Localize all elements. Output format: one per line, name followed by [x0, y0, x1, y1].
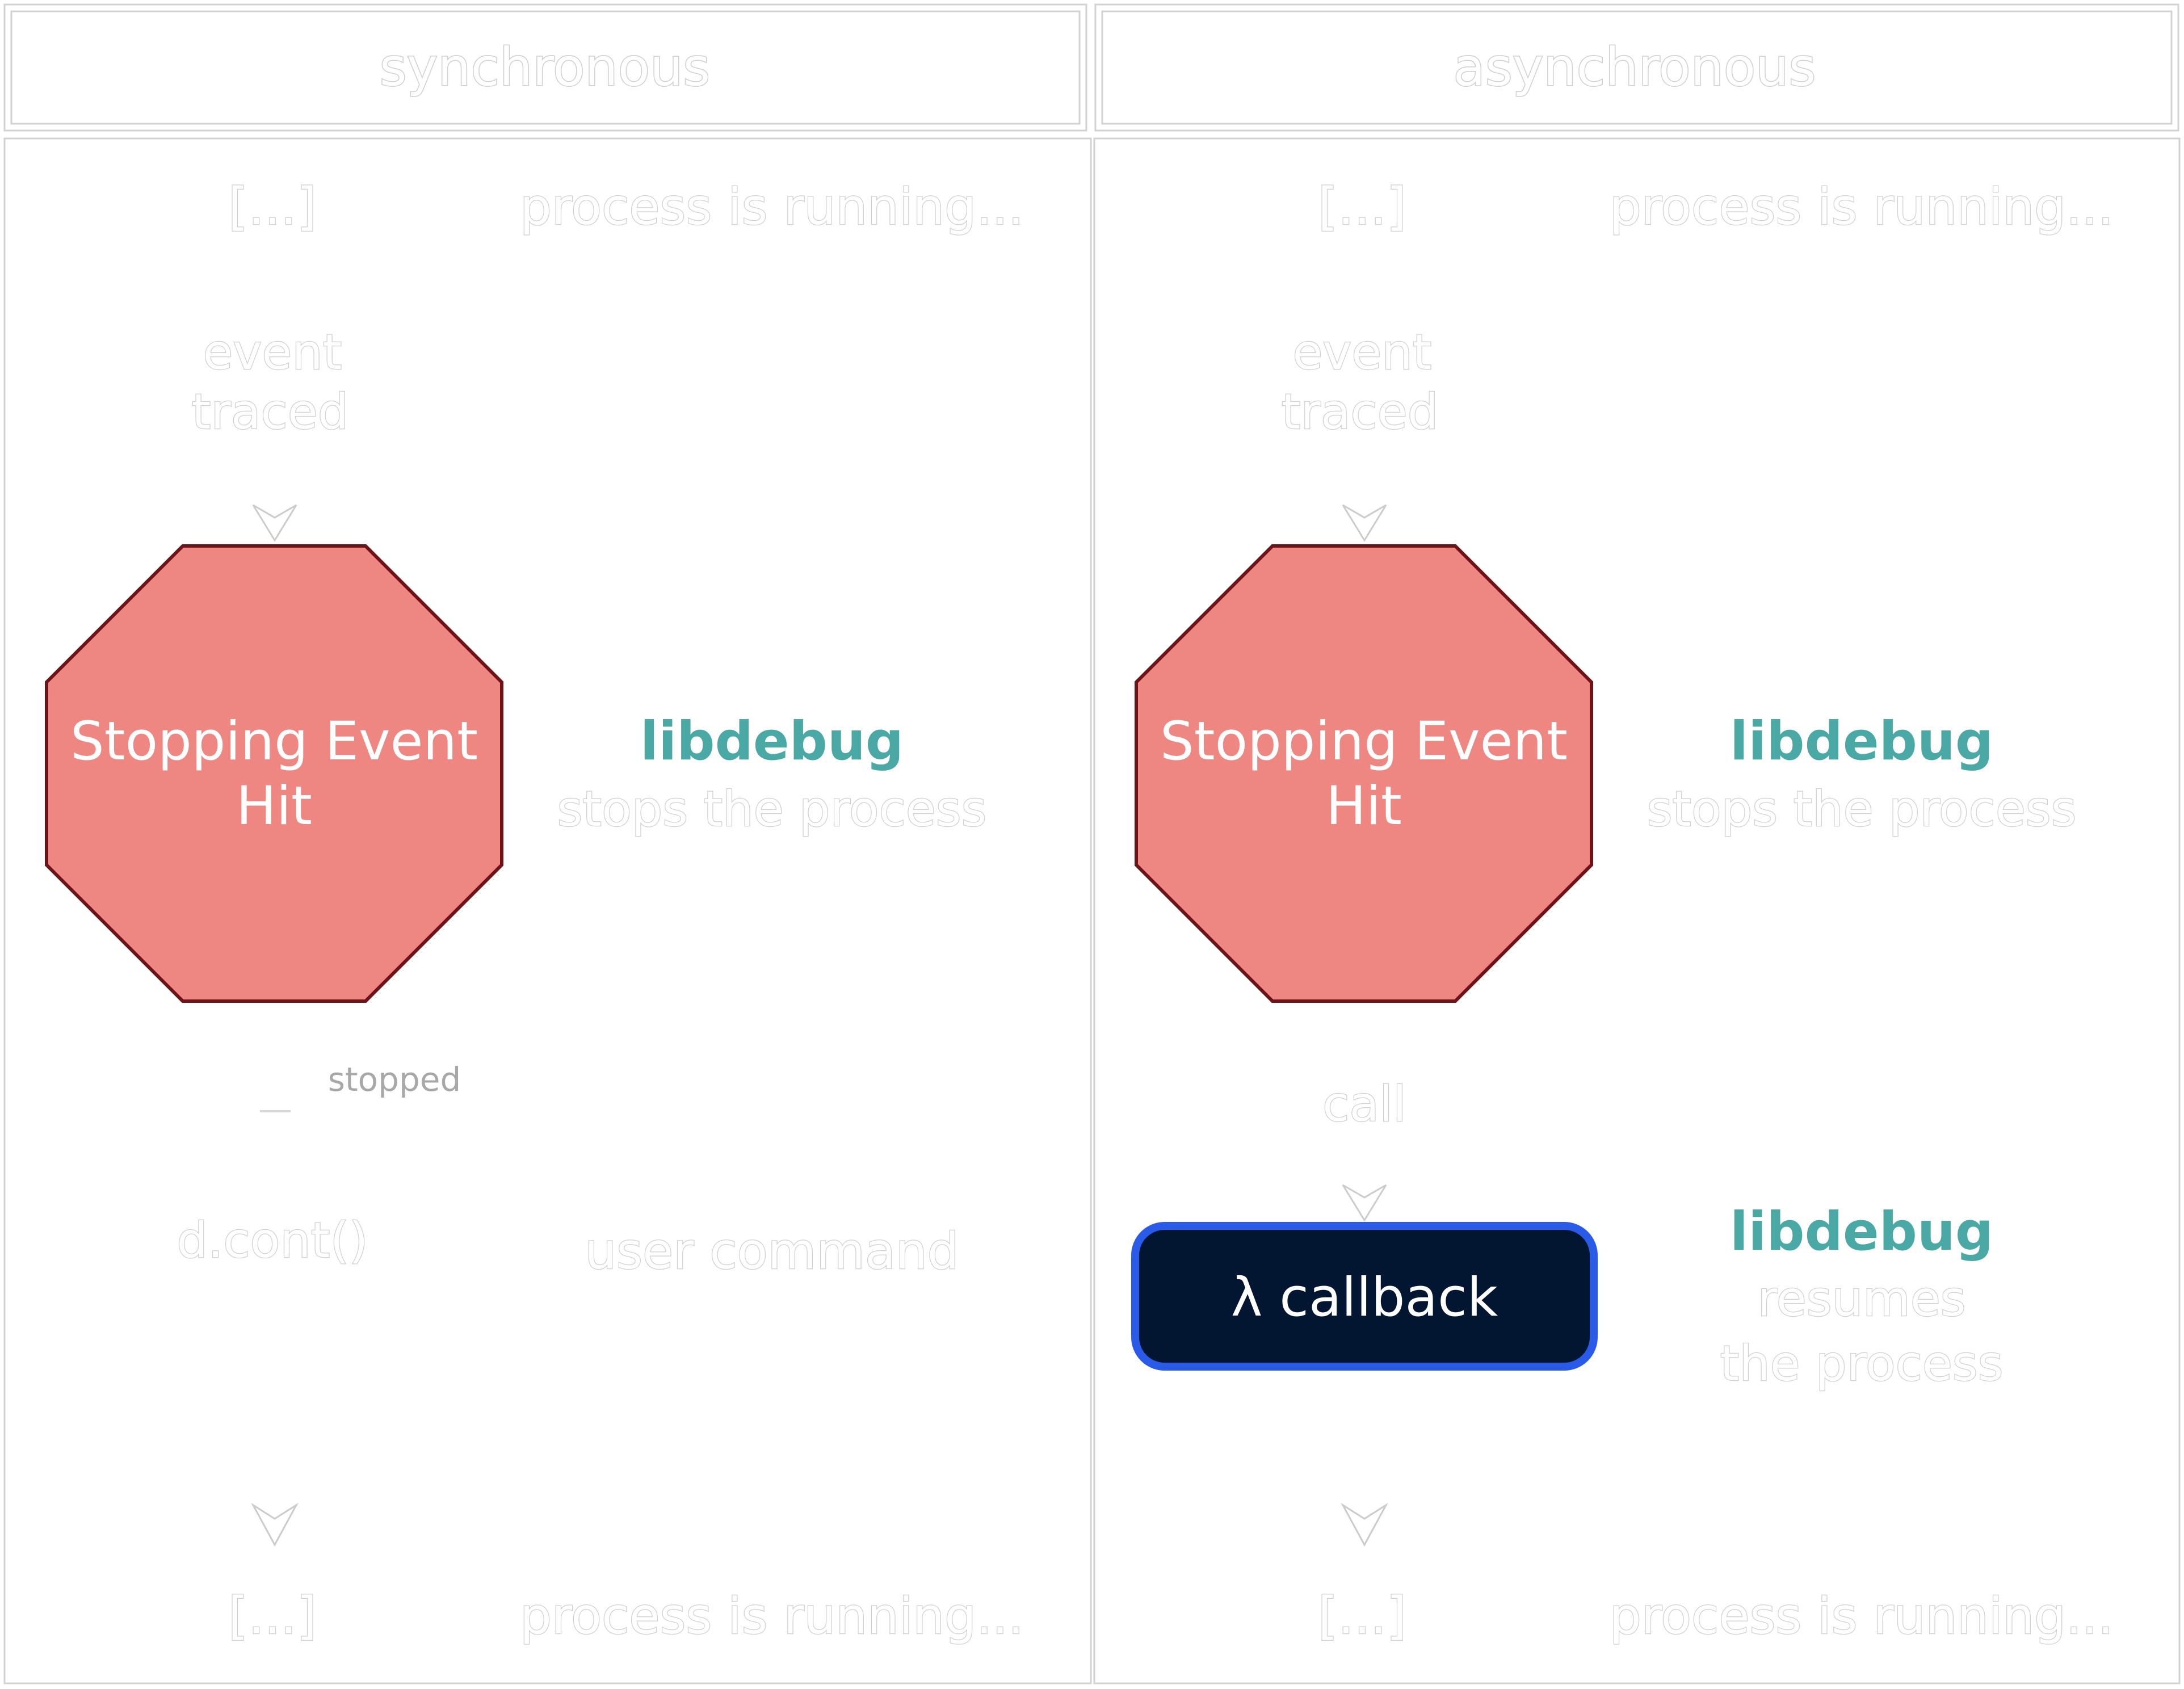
bottom-ellipsis: [...] — [228, 1586, 317, 1646]
stop-title-line-1: Stopping Event — [70, 711, 478, 772]
bottom-ellipsis: [...] — [1318, 1586, 1406, 1646]
lib-name: libdebug — [640, 711, 904, 772]
event-label-line-2: traced — [192, 384, 349, 440]
event-label-line-1: event — [203, 324, 342, 381]
lib2-name: libdebug — [1730, 1201, 1993, 1263]
header-box-synchronous — [3, 3, 1087, 132]
arrow-down-bottom — [250, 1502, 299, 1547]
header-synchronous: synchronous — [380, 37, 711, 98]
arrow-into-stop — [1342, 504, 1387, 542]
event-label-line-1: event — [1293, 324, 1432, 381]
lib2-action-line-2: the process — [1720, 1335, 2004, 1392]
arrow-into-callback — [1342, 1184, 1387, 1222]
column-box-asynchronous — [1093, 137, 2181, 1684]
top-status: process is running... — [1610, 178, 2114, 236]
lib-action: stops the process — [557, 781, 987, 838]
lib-action: stops the process — [1647, 781, 2077, 838]
call-label: call — [1322, 1076, 1406, 1133]
stopped-label: stopped — [328, 1060, 461, 1099]
stop-title-line-2: Hit — [1326, 775, 1402, 837]
header-box-asynchronous — [1094, 3, 2179, 132]
column-asynchronous: [...] process is running... event traced… — [1131, 177, 2114, 1646]
callback-label: λ callback — [1231, 1267, 1498, 1329]
bottom-status: process is running... — [520, 1587, 1024, 1645]
callback-box — [1131, 1222, 1598, 1371]
stop-title-line-2: Hit — [236, 775, 312, 837]
top-status: process is running... — [520, 178, 1024, 236]
user-command: d.cont() — [177, 1212, 368, 1269]
header-box-inner-asynchronous — [1101, 10, 2173, 125]
stop-title-line-1: Stopping Event — [1160, 711, 1568, 772]
column-box-synchronous — [3, 137, 1092, 1684]
arrow-into-stop — [252, 504, 297, 542]
header-box-inner-synchronous — [10, 10, 1081, 125]
top-ellipsis: [...] — [228, 177, 317, 237]
column-synchronous: [...] process is running... event traced… — [45, 177, 1024, 1646]
stop-octagon — [45, 544, 503, 1003]
user-command-note: user command — [585, 1222, 959, 1280]
event-label-line-2: traced — [1282, 384, 1439, 440]
header-asynchronous: asynchronous — [1454, 37, 1816, 98]
arrow-down-bottom — [1340, 1502, 1389, 1547]
column-frames — [3, 3, 2181, 1684]
lib-name: libdebug — [1730, 711, 1993, 772]
stop-octagon — [1135, 544, 1593, 1003]
lib2-action-line-1: resumes — [1757, 1271, 1965, 1327]
bottom-status: process is running... — [1610, 1587, 2114, 1645]
top-ellipsis: [...] — [1318, 177, 1406, 237]
